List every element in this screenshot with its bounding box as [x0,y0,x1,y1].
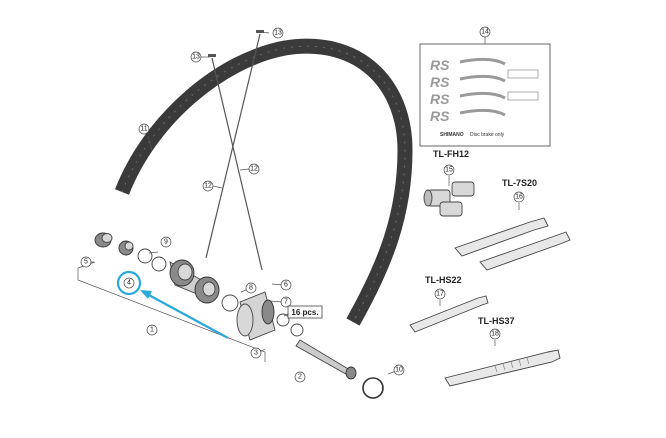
tool-tl-7s20: TL-7S20 [454,178,571,271]
callout-number: 14 [481,29,489,36]
hub-body [169,259,220,304]
callout-6: 6 [280,279,292,291]
highlight-arrowhead [140,290,152,299]
hub-assembly [77,232,384,399]
decal-note: Disc brake only [470,132,505,138]
spokes [205,30,264,271]
snap-ring [362,377,384,399]
tool-label-hs37: TL-HS37 [478,316,515,326]
left-end-cap [94,232,113,248]
spoke-count-label: 16 pcs. [291,308,318,317]
callout-number: 6 [284,282,288,289]
hex-wrench-22 [409,295,489,333]
washer-5 [151,256,167,272]
washer-8 [221,294,239,312]
assembly-bracket [77,268,266,362]
spoke-nipple [256,30,264,33]
callout-13a: 13 [272,27,284,39]
fh12-adapter-right [439,181,475,217]
decal-sheet: RS RS RS RS SHIMANO Disc brake only [419,36,551,147]
callout-number: 1 [150,327,154,334]
tool-tl-fh12: TL-FH12 [423,149,475,217]
left-lock-nut [118,240,134,256]
callout-number: 18 [491,331,499,338]
callout-17: 17 [434,288,446,300]
tool-tl-hs37: TL-HS37 [444,316,561,387]
cone-wrench-1 [454,217,549,257]
callout-12a: 12 [248,163,260,175]
decal-logo: RS [430,57,450,73]
tool-label-fh12: TL-FH12 [433,149,469,159]
callout-number: 3 [254,350,258,357]
tool-label-hs22: TL-HS22 [425,275,462,285]
spoke-count-box: 16 pcs. [287,305,323,319]
callout-number: 10 [395,367,403,374]
decal-logo: RS [430,108,450,124]
cone-wrench-2 [479,231,571,271]
callout-1: 1 [146,324,158,336]
decal-logo: RS [430,91,450,107]
washer-9 [137,248,153,264]
callout-4: 4 [123,277,135,289]
callout-15: 15 [443,164,455,176]
callout-number: 8 [249,285,253,292]
axle [295,339,357,380]
callout-3: 3 [250,347,262,359]
freehub-body [236,291,276,341]
callout-number: 16 [515,194,523,201]
callout-2: 2 [294,371,306,383]
callout-number: 9 [164,239,168,246]
callout-number: 7 [284,299,288,306]
callout-14: 14 [479,26,491,38]
callout-9: 9 [160,236,172,248]
tool-tl-hs22: TL-HS22 [409,275,489,333]
callout-number: 12 [250,166,258,173]
callout-number: 5 [84,259,88,266]
callout-number: 4 [127,280,131,287]
washer-3 [290,323,304,337]
callout-13b: 13 [190,51,202,63]
tool-label-7s20: TL-7S20 [502,178,537,188]
spoke-nipple [208,54,216,57]
callout-11: 11 [138,123,150,135]
highlight-callout-4 [116,270,229,339]
callout-5: 5 [80,256,92,268]
callout-number: 13 [192,54,200,61]
decal-brand: SHIMANO [440,132,464,138]
callout-7: 7 [280,296,292,308]
callout-number: 11 [140,126,147,133]
decal-logo: RS [430,74,450,90]
callout-number: 13 [274,30,282,37]
washer-7 [276,313,290,327]
callout-12b: 12 [202,180,214,192]
callout-number: 17 [436,291,444,298]
hex-wrench-37 [444,349,561,387]
rim [115,38,413,326]
callout-18: 18 [489,328,501,340]
callout-number: 15 [445,167,453,174]
callout-10: 10 [393,364,405,376]
callout-8: 8 [245,282,257,294]
callout-number: 2 [298,374,302,381]
callout-number: 12 [204,183,212,190]
callout-16: 16 [513,191,525,203]
